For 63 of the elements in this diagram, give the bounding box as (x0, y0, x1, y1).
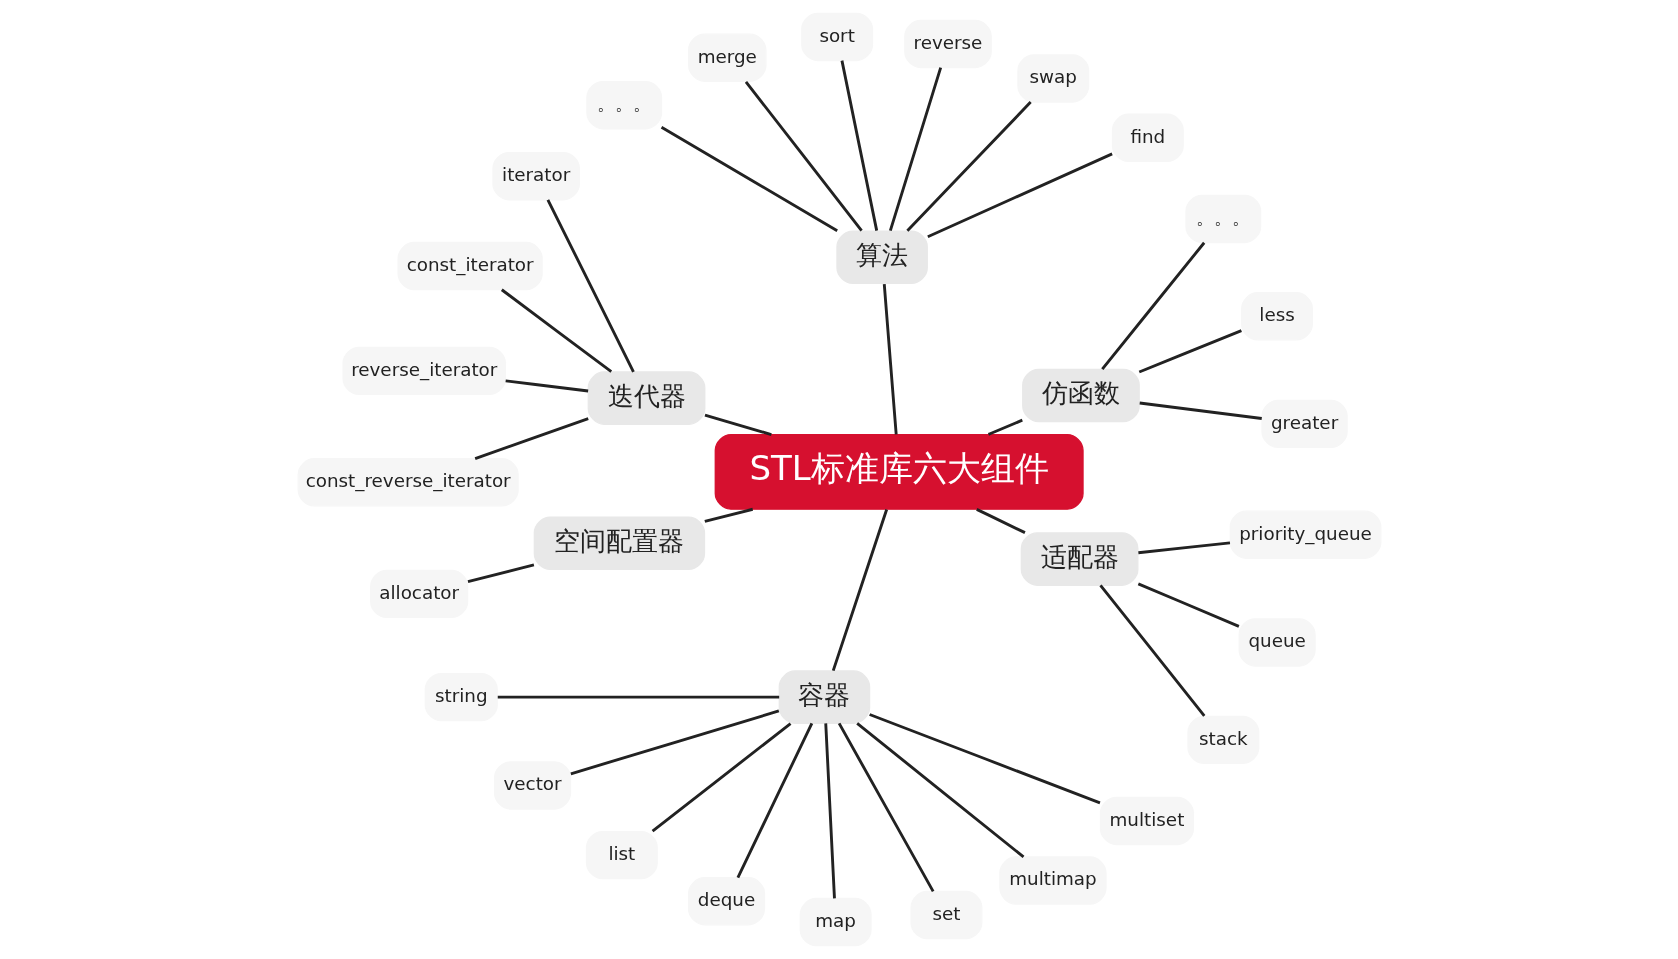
node-box: sort (800, 12, 873, 62)
connector (1138, 329, 1242, 374)
node-box: vector (493, 761, 571, 810)
node-box: merge (687, 33, 767, 82)
connector (831, 509, 888, 672)
connector (975, 508, 1026, 534)
connector (744, 80, 863, 232)
connector (840, 60, 878, 231)
node-box: greater (1260, 399, 1348, 449)
node-box: 仿函数 (1021, 368, 1140, 423)
node-box: 。。。 (585, 81, 662, 130)
connector (905, 101, 1032, 232)
connector (837, 722, 934, 893)
node-box: 容器 (778, 670, 870, 724)
connector (505, 379, 588, 393)
node-box: const_iterator (397, 241, 543, 291)
node-box: string (424, 672, 498, 722)
connector (882, 283, 898, 435)
connector (736, 722, 813, 879)
connector (1100, 241, 1205, 370)
connector (823, 723, 836, 899)
connector (546, 199, 635, 373)
node-box: multimap (998, 856, 1107, 905)
node-box: stack (1186, 715, 1259, 765)
node-box: 空间配置器 (533, 516, 705, 571)
node-box: multiset (1099, 796, 1194, 846)
node-box: 适配器 (1020, 532, 1138, 586)
node-box: map (799, 897, 872, 947)
node-box: less (1240, 292, 1313, 341)
node-box: deque (687, 877, 765, 926)
node-box: 。。。 (1184, 194, 1261, 244)
node-box: set (909, 890, 982, 940)
connector (868, 713, 1100, 805)
connector (1098, 584, 1205, 717)
connector (855, 722, 1024, 859)
connector (474, 417, 589, 460)
connector (926, 152, 1113, 238)
connector (500, 288, 612, 373)
node-box: reverse_iterator (341, 346, 506, 396)
connector (1139, 401, 1262, 420)
node-box: 迭代器 (587, 371, 705, 425)
node-box: allocator (369, 569, 468, 619)
connector (497, 695, 779, 699)
connector (703, 507, 753, 523)
connector (888, 67, 942, 232)
node-box: iterator (491, 152, 580, 201)
connector (1137, 582, 1239, 628)
node-box: const_reverse_iterator (297, 458, 519, 507)
connector (651, 722, 791, 833)
connector (704, 413, 772, 436)
node-box: reverse (903, 19, 992, 69)
node-box: swap (1016, 54, 1089, 103)
connector (569, 709, 779, 776)
node-box: list (585, 830, 658, 880)
node-box: STL标准库六大组件 (714, 433, 1084, 510)
node-box: queue (1238, 618, 1316, 667)
connector (987, 418, 1023, 436)
connector (660, 125, 838, 232)
node-box: find (1111, 113, 1184, 162)
connector (1137, 541, 1230, 555)
node-box: priority_queue (1229, 510, 1381, 559)
node-box: 算法 (835, 230, 928, 285)
connector (467, 563, 534, 583)
